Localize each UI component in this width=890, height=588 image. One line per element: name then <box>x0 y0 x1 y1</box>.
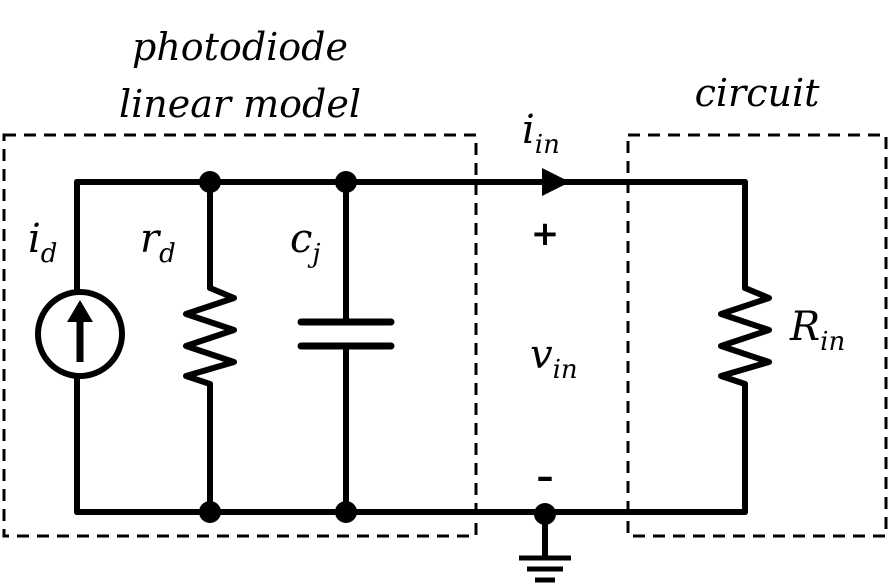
junction-dot <box>199 171 221 193</box>
junction-dot <box>335 501 357 523</box>
current-source-label: id <box>28 216 57 269</box>
model-title-line2: linear model <box>119 82 361 126</box>
input-resistor-label: Rin <box>789 304 845 357</box>
capacitor-cj-label: cj <box>290 216 320 269</box>
ground-icon <box>519 514 571 583</box>
resistor-rin-icon <box>718 285 772 387</box>
model-title-line1: photodiode <box>132 25 348 69</box>
junction-dot <box>199 501 221 523</box>
minus-sign: – <box>537 457 554 497</box>
capacitor-cj-icon <box>297 318 395 350</box>
circuit-box <box>626 133 888 538</box>
plus-sign: + <box>531 214 560 254</box>
resistor-rd-icon <box>183 285 237 387</box>
input-voltage-label: vin <box>530 332 578 385</box>
input-current-label: iin <box>522 107 560 160</box>
photodiode-model-box <box>2 133 478 538</box>
junction-dot <box>335 171 357 193</box>
circuit-title: circuit <box>695 71 821 115</box>
current-direction-arrow-icon <box>542 168 570 196</box>
resistor-rd-label: rd <box>140 216 176 269</box>
current-source-icon <box>35 289 125 379</box>
